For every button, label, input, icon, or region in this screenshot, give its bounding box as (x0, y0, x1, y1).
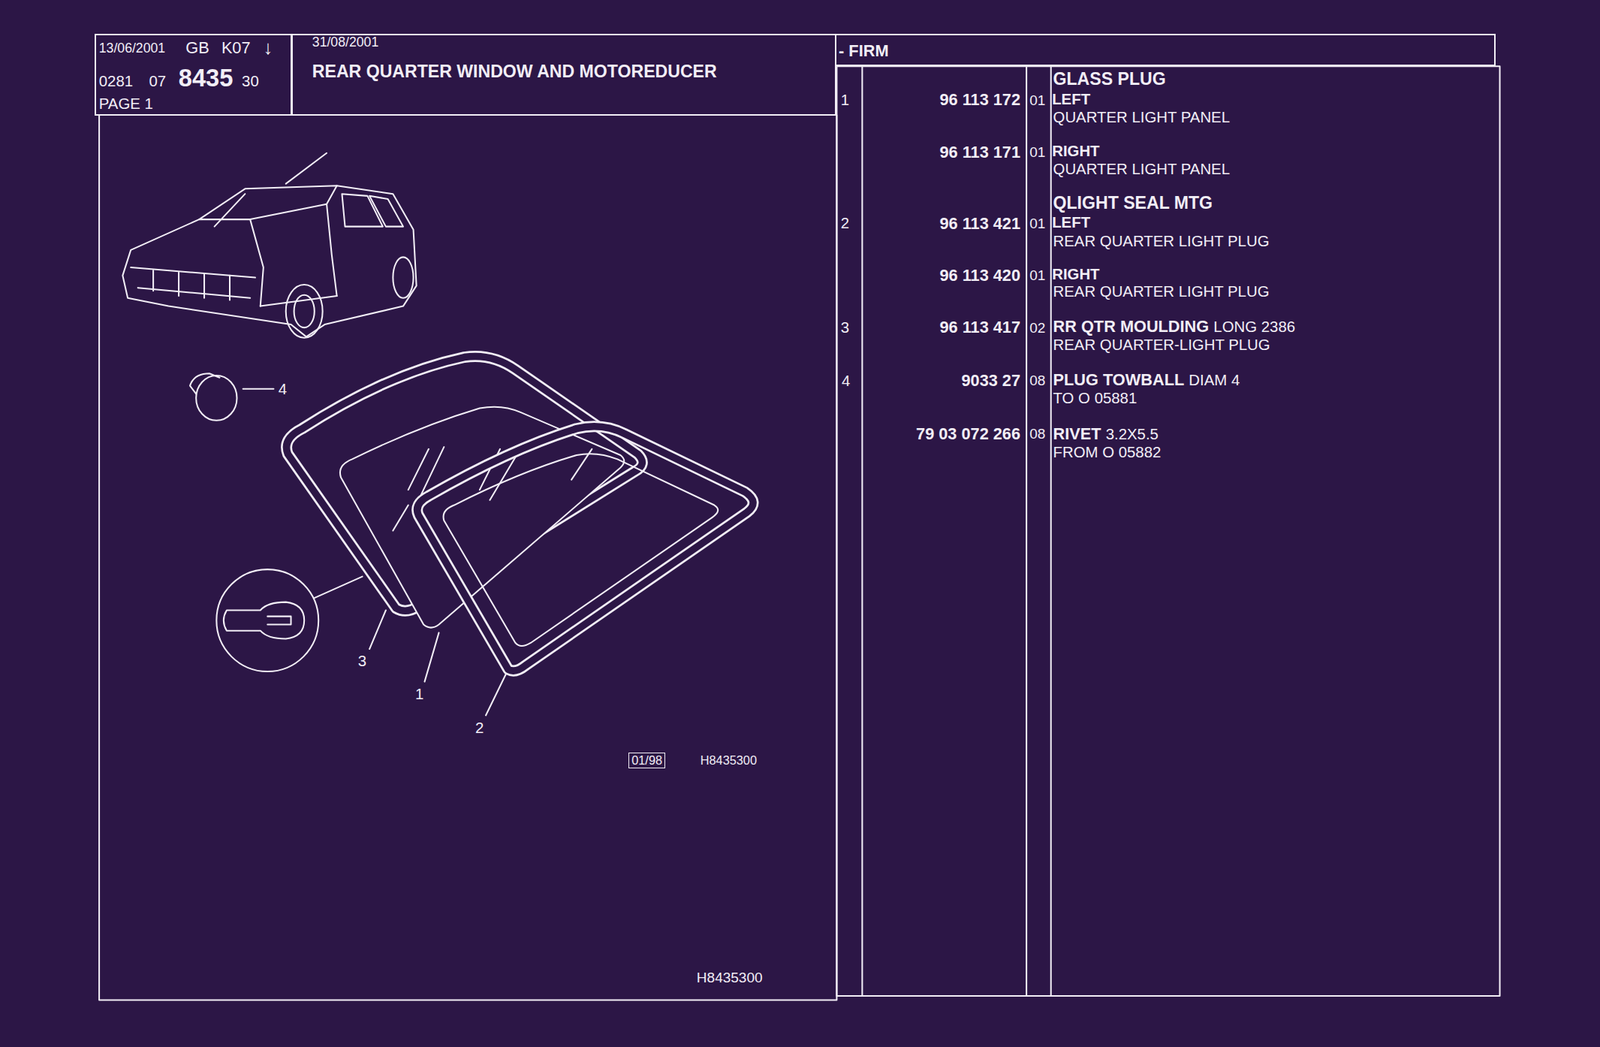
variant-code: 02 (1029, 320, 1046, 335)
car-sketch (122, 153, 416, 338)
variant-code: 08 (1029, 426, 1046, 441)
section-detail (216, 569, 362, 672)
part-number: 96 113 171 (939, 144, 1021, 161)
side-label: RIGHT (1051, 143, 1100, 159)
callout-number: 4 (278, 381, 287, 397)
part-number: 96 113 417 (939, 319, 1021, 336)
part-name: GLASS PLUG (1053, 70, 1167, 88)
part-number: 79 03 072 266 (916, 425, 1021, 443)
callout-number: 2 (475, 720, 484, 736)
part-description: QUARTER LIGHT PANEL (1053, 109, 1231, 125)
part-name: QLIGHT SEAL MTG (1053, 194, 1214, 212)
seal-drawing (417, 426, 754, 671)
side-label: LEFT (1051, 214, 1091, 230)
header-text: K07 (221, 39, 251, 57)
serial-range: FROM O 05882 (1053, 444, 1162, 460)
side-label: LEFT (1051, 91, 1091, 107)
part-number: 96 113 421 (939, 215, 1021, 233)
header-cell: 13/06/2001 GB K07 ↓ 0281 07 8435 30PAGE 1 (94, 33, 293, 116)
item-number: 1 (840, 92, 850, 108)
part-description: QUARTER LIGHT PANEL (1053, 161, 1231, 177)
callout-number: 3 (358, 653, 367, 669)
variant-code: 01 (1029, 93, 1046, 108)
serial-range: TO O 05881 (1053, 390, 1138, 406)
header-text: 31/08/2001 (312, 36, 379, 50)
drawing-ref: H8435300 (696, 970, 763, 985)
variant-code: 01 (1029, 216, 1046, 231)
drawing-ref: H8435300 (700, 753, 757, 766)
part-description: REAR QUARTER LIGHT PLUG (1053, 233, 1270, 249)
header-text: 8435 (178, 66, 234, 91)
callout-number: 1 (415, 686, 424, 702)
part-number: 96 113 172 (939, 91, 1021, 109)
item-number: 2 (840, 215, 850, 231)
part-description: REAR QUARTER LIGHT PLUG (1053, 283, 1270, 299)
part-description: REAR QUARTER-LIGHT PLUG (1053, 337, 1271, 353)
leader-line (369, 609, 386, 649)
date-stamp: 01/98 (628, 752, 666, 768)
header-text: 0281 (99, 73, 133, 89)
part-number: 96 113 420 (939, 267, 1021, 284)
dimension: DIAM 4 (1188, 372, 1240, 388)
header-text: 07 (148, 73, 166, 89)
variant-code: 08 (1029, 373, 1046, 388)
variant-code: 01 (1029, 144, 1046, 160)
part-name: PLUG TOWBALL (1053, 371, 1185, 389)
part-number: 9033 27 (961, 372, 1021, 389)
item-number: 3 (840, 319, 850, 335)
header-text: GB (185, 39, 209, 57)
page-title: REAR QUARTER WINDOW AND MOTOREDUCER (312, 63, 718, 81)
dimension: LONG 2386 (1213, 319, 1296, 335)
header-text: ↓ (263, 38, 274, 58)
header-cell: 31/08/2001REAR QUARTER WINDOW AND MOTORE… (290, 33, 837, 116)
header-text: PAGE 1 (99, 96, 154, 112)
header-text: 30 (241, 73, 260, 89)
side-label: RIGHT (1051, 266, 1100, 282)
panel-frame (99, 115, 837, 1001)
dimension: 3.2X5.5 (1105, 426, 1159, 442)
header-text: 13/06/2001 (99, 42, 166, 56)
table-frame (836, 66, 1500, 996)
variant-code: 01 (1029, 268, 1046, 283)
part-name: RIVET (1053, 425, 1102, 443)
header-text: - FIRM (838, 42, 889, 60)
leader-line (485, 673, 507, 716)
leader-line (424, 632, 440, 681)
item-number: 4 (841, 373, 850, 389)
part-name: RR QTR MOULDING (1053, 318, 1210, 335)
header-cell: - FIRM (834, 33, 1497, 67)
plug-drawing (189, 373, 274, 420)
glass-drawing (340, 406, 624, 628)
